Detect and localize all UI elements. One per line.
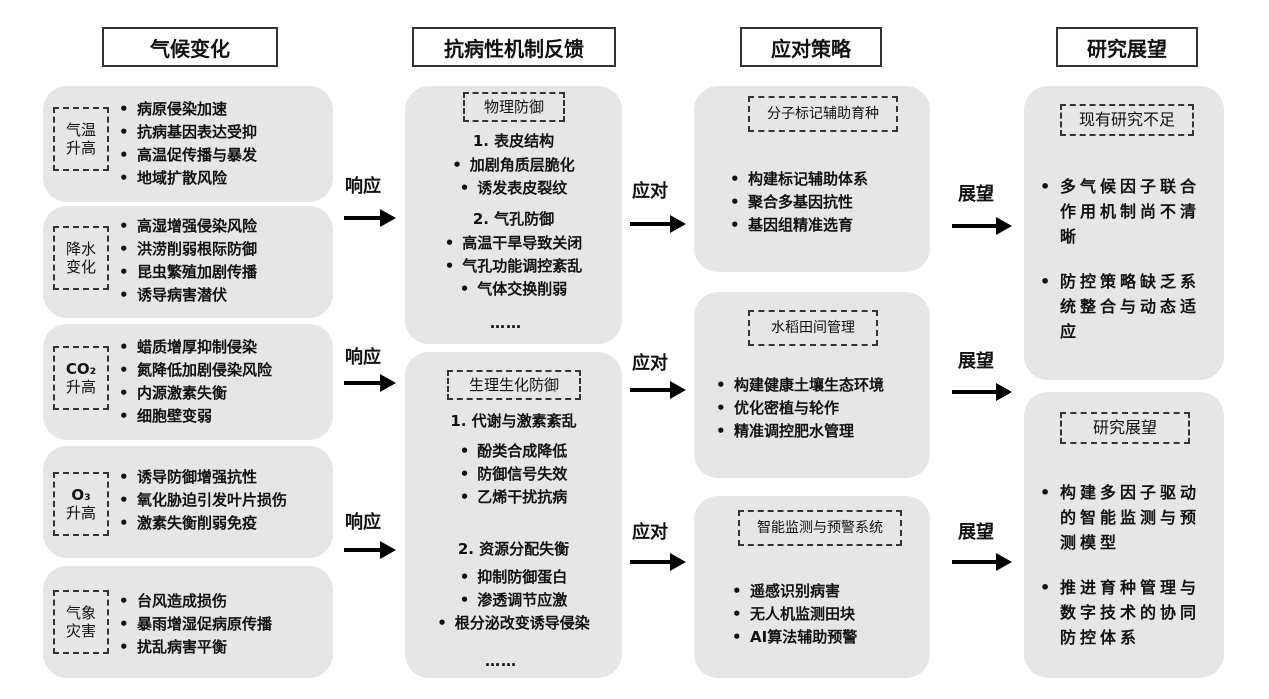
strategy-list: 构建标记辅助体系聚合多基因抗性基因组精准选育 <box>728 168 868 237</box>
outlook-text-prospects: 构建多因子驱动的智能监测与预测模型 推进育种管理与数字技术的协同防控体系 <box>1036 480 1218 670</box>
outlook-tag-gaps: 现有研究不足 <box>1060 104 1194 136</box>
strategy-tag: 智能监测与预警系统 <box>738 510 902 546</box>
outlook-box-gaps: 现有研究不足 多气候因子联合作用机制尚不清晰 防控策略缺乏系统整合与动态适应 <box>1024 86 1224 380</box>
strategy-tag: 水稻田间管理 <box>748 310 878 346</box>
arrow-label-cope: 应对 <box>632 522 668 543</box>
climate-tag-disaster: 气象灾害 <box>53 590 109 654</box>
arrow-right-icon <box>344 541 396 559</box>
header-climate-change: 气候变化 <box>102 27 278 67</box>
arrow-right-icon <box>952 217 1012 235</box>
arrow-label-outlook: 展望 <box>958 184 994 205</box>
mechanism-tag-physical: 物理防御 <box>463 92 565 122</box>
arrow-label-outlook: 展望 <box>958 351 994 372</box>
climate-tag-precipitation: 降水变化 <box>53 226 109 290</box>
arrow-right-icon <box>630 215 686 233</box>
strategy-box-marker-breeding: 分子标记辅助育种 构建标记辅助体系聚合多基因抗性基因组精准选育 <box>694 86 930 272</box>
header-resistance-feedback: 抗病性机制反馈 <box>412 27 616 67</box>
arrow-right-icon <box>952 383 1012 401</box>
strategy-tag: 分子标记辅助育种 <box>748 96 898 132</box>
mechanism-list: 酚类合成降低防御信号失效 乙烯干扰抗病 <box>405 440 622 509</box>
climate-list-co2: 蜡质增厚抑制侵染氮降低加剧侵染风险 内源激素失衡细胞壁变弱 <box>117 336 272 428</box>
climate-tag-temperature: 气温升高 <box>53 107 109 171</box>
arrow-label-cope: 应对 <box>632 181 668 202</box>
mechanism-section-title: 1. 表皮结构 <box>472 132 555 150</box>
header-outlook: 研究展望 <box>1056 27 1198 67</box>
mechanism-ellipsis: …… <box>485 652 517 670</box>
outlook-box-prospects: 研究展望 构建多因子驱动的智能监测与预测模型 推进育种管理与数字技术的协同防控体… <box>1024 392 1224 678</box>
climate-list-temperature: 病原侵染加速抗病基因表达受抑 高温促传播与暴发地域扩散风险 <box>117 98 257 190</box>
arrow-label-respond: 响应 <box>345 176 381 197</box>
arrow-label-outlook: 展望 <box>958 522 994 543</box>
mechanism-list: 加剧角质层脆化诱发表皮裂纹 <box>405 154 622 200</box>
climate-list-precipitation: 高湿增强侵染风险洪涝削弱根际防御 昆虫繁殖加剧传播诱导病害潜伏 <box>117 215 257 307</box>
arrow-label-cope: 应对 <box>632 353 668 374</box>
mechanism-list: 抑制防御蛋白渗透调节应激 根分泌改变诱导侵染 <box>405 566 622 635</box>
arrow-right-icon <box>344 374 396 392</box>
strategy-list: 遥感识别病害无人机监测田块AI算法辅助预警 <box>730 580 857 649</box>
arrow-right-icon <box>952 553 1012 571</box>
strategy-box-monitoring: 智能监测与预警系统 遥感识别病害无人机监测田块AI算法辅助预警 <box>694 496 930 678</box>
strategy-list: 构建健康土壤生态环境优化密植与轮作精准调控肥水管理 <box>714 374 884 443</box>
header-strategy: 应对策略 <box>740 27 882 67</box>
outlook-tag-prospects: 研究展望 <box>1060 412 1190 444</box>
mechanism-ellipsis: …… <box>490 314 522 332</box>
arrow-right-icon <box>344 209 396 227</box>
arrow-right-icon <box>630 381 686 399</box>
mechanism-section-title: 1. 代谢与激素紊乱 <box>450 412 577 430</box>
arrow-right-icon <box>630 553 686 571</box>
climate-list-o3: 诱导防御增强抗性氧化胁迫引发叶片损伤 激素失衡削弱免疫 <box>117 466 287 535</box>
mechanism-box-physiological: 生理生化防御 1. 代谢与激素紊乱 酚类合成降低防御信号失效 乙烯干扰抗病 2.… <box>405 352 622 678</box>
strategy-box-field-management: 水稻田间管理 构建健康土壤生态环境优化密植与轮作精准调控肥水管理 <box>694 292 930 478</box>
mechanism-section-title: 2. 资源分配失衡 <box>457 540 570 558</box>
mechanism-tag-physiological: 生理生化防御 <box>447 370 581 400</box>
mechanism-box-physical: 物理防御 1. 表皮结构 加剧角质层脆化诱发表皮裂纹 2. 气孔防御 高温干旱导… <box>405 86 622 344</box>
arrow-label-respond: 响应 <box>345 512 381 533</box>
arrow-label-respond: 响应 <box>345 347 381 368</box>
outlook-text-gaps: 多气候因子联合作用机制尚不清晰 防控策略缺乏系统整合与动态适应 <box>1036 174 1218 364</box>
mechanism-section-title: 2. 气孔防御 <box>472 210 555 228</box>
climate-list-disaster: 台风造成损伤暴雨增湿促病原传播 扰乱病害平衡 <box>117 590 272 659</box>
mechanism-list: 高温干旱导致关闭气孔功能调控紊乱 气体交换削弱 <box>405 232 622 301</box>
